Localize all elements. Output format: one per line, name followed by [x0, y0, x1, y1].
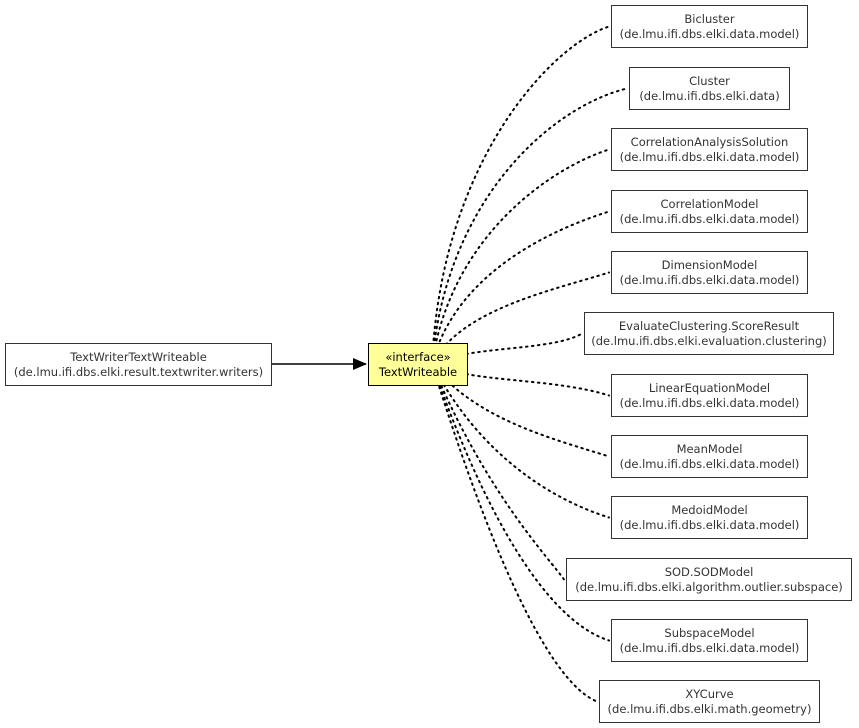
- class-name: EvaluateClustering.ScoreResult: [618, 318, 800, 333]
- class-node-sod-sodmodel[interactable]: SOD.SODModel(de.lmu.ifi.dbs.elki.algorit…: [566, 558, 852, 601]
- class-package: (de.lmu.ifi.dbs.elki.data.model): [619, 395, 800, 410]
- class-node-bicluster[interactable]: Bicluster(de.lmu.ifi.dbs.elki.data.model…: [611, 5, 808, 48]
- class-package: (de.lmu.ifi.dbs.elki.data.model): [619, 456, 800, 471]
- interface-name: TextWriteable: [378, 364, 458, 379]
- class-name: Bicluster: [684, 11, 735, 26]
- class-name: SubspaceModel: [664, 625, 755, 640]
- class-name: MeanModel: [676, 441, 743, 456]
- class-node-subspacemodel[interactable]: SubspaceModel(de.lmu.ifi.dbs.elki.data.m…: [611, 619, 808, 662]
- class-package: (de.lmu.ifi.dbs.elki.evaluation.clusteri…: [591, 333, 827, 348]
- class-node-dimensionmodel[interactable]: DimensionModel(de.lmu.ifi.dbs.elki.data.…: [611, 251, 808, 294]
- class-package: (de.lmu.ifi.dbs.elki.data.model): [619, 26, 800, 41]
- realization-edge-correlationanalysissolution: [431, 148, 610, 365]
- interface-node-textwriteable[interactable]: «interface» TextWriteable: [368, 343, 468, 386]
- class-package: (de.lmu.ifi.dbs.elki.math.geometry): [607, 701, 812, 716]
- realization-edge-xycurve: [431, 363, 598, 703]
- class-node-xycurve[interactable]: XYCurve(de.lmu.ifi.dbs.elki.math.geometr…: [599, 680, 820, 723]
- realization-edge-subspacemodel: [431, 363, 610, 642]
- realization-edge-cluster: [431, 87, 628, 365]
- class-name: Cluster: [689, 73, 730, 88]
- class-name: XYCurve: [685, 686, 734, 701]
- class-name: CorrelationAnalysisSolution: [630, 134, 789, 149]
- class-node-medoidmodel[interactable]: MedoidModel(de.lmu.ifi.dbs.elki.data.mod…: [611, 496, 808, 539]
- class-package: (de.lmu.ifi.dbs.elki.algorithm.outlier.s…: [575, 579, 843, 594]
- class-package: (de.lmu.ifi.dbs.elki.data.model): [619, 640, 800, 655]
- realization-edge-correlationmodel: [431, 210, 610, 365]
- realization-edge-linearequationmodel: [431, 363, 610, 397]
- class-node-textwritertextwriteable[interactable]: TextWriterTextWriteable (de.lmu.ifi.dbs.…: [5, 343, 272, 386]
- class-node-linearequationmodel[interactable]: LinearEquationModel(de.lmu.ifi.dbs.elki.…: [611, 374, 808, 417]
- class-package: (de.lmu.ifi.dbs.elki.data.model): [619, 149, 800, 164]
- realization-edge-dimensionmodel: [431, 271, 610, 365]
- realization-edge-bicluster: [431, 25, 610, 365]
- realization-edge-evaluateclustering-scoreresult: [431, 332, 583, 365]
- class-name: LinearEquationModel: [648, 380, 771, 395]
- class-name: SOD.SODModel: [664, 564, 754, 579]
- class-name: MedoidModel: [671, 502, 748, 517]
- class-node-evaluateclustering-scoreresult[interactable]: EvaluateClustering.ScoreResult(de.lmu.if…: [584, 312, 834, 355]
- class-node-cluster[interactable]: Cluster(de.lmu.ifi.dbs.elki.data): [629, 67, 790, 110]
- class-package: (de.lmu.ifi.dbs.elki.data): [639, 88, 780, 103]
- class-name: TextWriterTextWriteable: [70, 349, 207, 364]
- interface-stereotype: «interface»: [385, 349, 451, 364]
- class-node-meanmodel[interactable]: MeanModel(de.lmu.ifi.dbs.elki.data.model…: [611, 435, 808, 478]
- class-package: (de.lmu.ifi.dbs.elki.data.model): [619, 272, 800, 287]
- class-name: CorrelationModel: [660, 196, 759, 211]
- class-name: DimensionModel: [661, 257, 758, 272]
- class-package: (de.lmu.ifi.dbs.elki.data.model): [619, 211, 800, 226]
- realization-edge-medoidmodel: [431, 363, 610, 519]
- class-package: (de.lmu.ifi.dbs.elki.data.model): [619, 517, 800, 532]
- realization-edge-sod-sodmodel: [431, 363, 565, 581]
- class-node-correlationanalysissolution[interactable]: CorrelationAnalysisSolution(de.lmu.ifi.d…: [611, 128, 808, 171]
- class-package: (de.lmu.ifi.dbs.elki.result.textwriter.w…: [13, 364, 264, 379]
- class-node-correlationmodel[interactable]: CorrelationModel(de.lmu.ifi.dbs.elki.dat…: [611, 190, 808, 233]
